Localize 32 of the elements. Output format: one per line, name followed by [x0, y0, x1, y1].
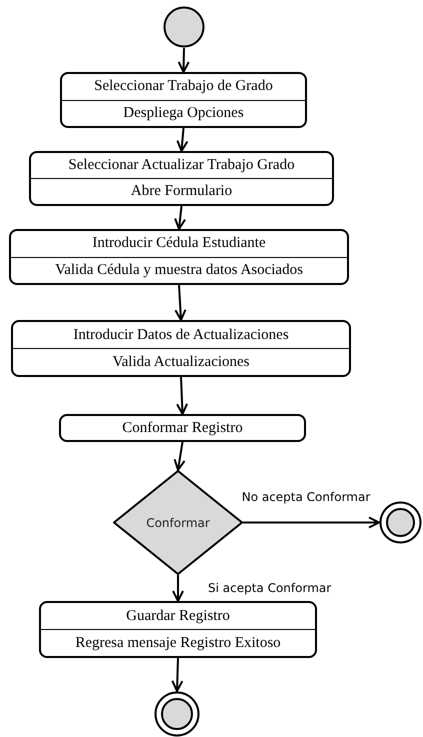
activity-box — [60, 72, 307, 128]
end-node — [379, 501, 422, 544]
activity-result: Valida Actualizaciones — [13, 348, 349, 375]
activity-name: Introducir Datos de Actualizaciones — [72, 326, 290, 344]
activity-name: Introducir Cédula Estudiante — [91, 234, 267, 254]
arrow — [174, 284, 186, 321]
end-node — [154, 691, 200, 737]
activity-box — [11, 320, 351, 377]
activity-box — [59, 414, 306, 442]
activity-result: Abre Formulario — [31, 178, 332, 204]
activity-box — [39, 601, 317, 658]
activity-result: Despliega Opciones — [62, 100, 305, 126]
activity-result: Regresa mensaje Registro Exitoso — [41, 629, 315, 656]
arrow — [174, 206, 186, 230]
arrow — [178, 48, 190, 73]
activity-box — [29, 151, 334, 206]
activity-name: Seleccionar Actualizar Trabajo Grado — [67, 156, 296, 175]
start-node — [163, 6, 205, 48]
edge-label: No acepta Conformar — [242, 490, 370, 504]
arrow — [172, 575, 184, 602]
activity-name: Seleccionar Trabajo de Grado — [93, 77, 274, 96]
activity-name: Guardar Registro — [125, 606, 231, 626]
activity-name: Conformar Registro — [121, 418, 244, 438]
arrow — [176, 128, 188, 152]
arrow — [176, 376, 188, 415]
edge-label: Si acepta Conformar — [208, 581, 332, 595]
decision-label: Conformar — [146, 516, 210, 530]
arrow — [174, 442, 186, 471]
arrow — [243, 516, 380, 528]
activity-box — [9, 229, 349, 285]
arrow — [171, 658, 184, 692]
activity-result: Valida Cédula y muestra datos Asociados — [11, 256, 347, 283]
